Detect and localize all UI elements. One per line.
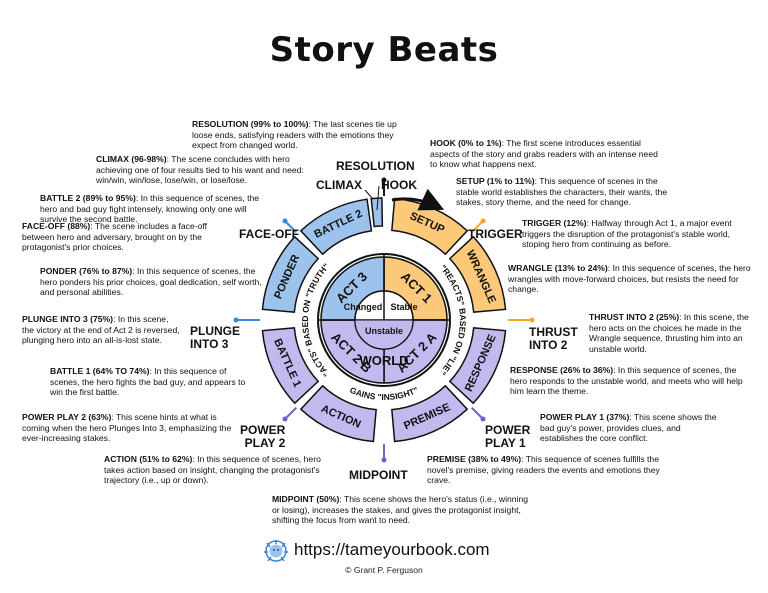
- desc-setup: SETUP (1% to 11%): This sequence of scen…: [456, 176, 668, 208]
- desc-battle1: BATTLE 1 (64% TO 74%): In this sequence …: [50, 366, 246, 398]
- ring-segment-response: [448, 327, 507, 405]
- ring-segment-ponder: [261, 235, 320, 313]
- tick-faceoff: [284, 220, 298, 234]
- desc-battle2: BATTLE 2 (89% to 95%): In this sequence …: [40, 193, 260, 225]
- desc-trigger: TRIGGER (12%): Halfway through Act 1, a …: [522, 218, 732, 250]
- ring-segment-resolution: [370, 197, 384, 228]
- label-hook: HOOK: [381, 178, 417, 192]
- desc-plunge3: PLUNGE INTO 3 (75%): In this scene, the …: [22, 314, 180, 346]
- label-plunge3: PLUNGE INTO 3: [190, 324, 241, 351]
- label-world: WORLD: [359, 353, 408, 368]
- ring-segment-battle2: [299, 198, 373, 256]
- resolution-pointer: [376, 185, 380, 211]
- desc-ponder: PONDER (76% to 87%): In this sequence of…: [40, 266, 262, 298]
- label-resolution: RESOLUTION: [336, 159, 415, 173]
- desc-response: RESPONSE (26% to 36%): In this sequence …: [510, 365, 743, 397]
- page-title: Story Beats: [269, 30, 499, 70]
- tick-dot-powerplay1: [480, 416, 486, 422]
- desc-wrangle: WRANGLE (13% to 24%): In this sequence o…: [508, 263, 751, 295]
- tick-dot-midpoint: [381, 457, 387, 463]
- desc-faceoff: FACE-OFF (88%): The scene includes a fac…: [22, 221, 208, 253]
- ring-segment-wrangle: [448, 235, 507, 313]
- desc-climax: CLIMAX (96-98%): The scene concludes wit…: [96, 154, 304, 186]
- tick-powerplay1: [470, 406, 484, 420]
- desc-powerplay1: POWER PLAY 1 (37%): This scene shows the…: [540, 412, 717, 444]
- label-thrust2: THRUST INTO 2: [529, 325, 578, 352]
- ring-segment-premise: [391, 384, 469, 443]
- tick-dot-hook: [381, 177, 387, 183]
- label-powerplay2: POWER PLAY 2: [240, 423, 286, 450]
- desc-thrust2: THRUST INTO 2 (25%): In this scene, the …: [589, 312, 749, 354]
- label-faceoff: FACE-OFF: [239, 227, 299, 241]
- desc-midpoint: MIDPOINT (50%): This scene shows the her…: [272, 494, 529, 526]
- label-trigger: TRIGGER: [468, 227, 523, 241]
- desc-action: ACTION (51% to 62%): In this sequence of…: [104, 454, 321, 486]
- tick-dot-plunge3: [233, 317, 239, 323]
- label-climax: CLIMAX: [316, 178, 362, 192]
- desc-hook: HOOK (0% to 1%): The first scene introdu…: [430, 138, 658, 170]
- tick-trigger: [470, 220, 484, 234]
- desc-resolution: RESOLUTION (99% to 100%): The last scene…: [192, 119, 397, 151]
- unstable-half: [354, 319, 414, 350]
- tick-dot-trigger: [480, 218, 486, 224]
- lion-logo: [264, 540, 288, 562]
- ring-segment-battle1: [261, 327, 320, 405]
- climax-pointer: [364, 189, 373, 199]
- label-powerplay1: POWER PLAY 1: [485, 423, 531, 450]
- tick-dot-faceoff: [282, 218, 288, 224]
- hook-arrow: [391, 188, 445, 211]
- desc-premise: PREMISE (38% to 49%): This sequence of s…: [427, 454, 660, 486]
- tick-dot-thrust2: [529, 317, 535, 323]
- tick-dot-powerplay2: [282, 416, 288, 422]
- desc-powerplay2: POWER PLAY 2 (63%): This scene hints at …: [22, 412, 232, 444]
- label-changed: Changed: [344, 302, 383, 312]
- label-unstable: Unstable: [365, 326, 403, 336]
- label-midpoint: MIDPOINT: [349, 468, 408, 482]
- copyright: © Grant P. Ferguson: [345, 565, 423, 575]
- website-link[interactable]: https://tameyourbook.com: [294, 540, 490, 559]
- arc-label-gains: GAINS "INSIGHT": [348, 385, 419, 402]
- ring-segment-action: [299, 384, 377, 443]
- tick-powerplay2: [284, 406, 298, 420]
- label-stable: Stable: [390, 302, 417, 312]
